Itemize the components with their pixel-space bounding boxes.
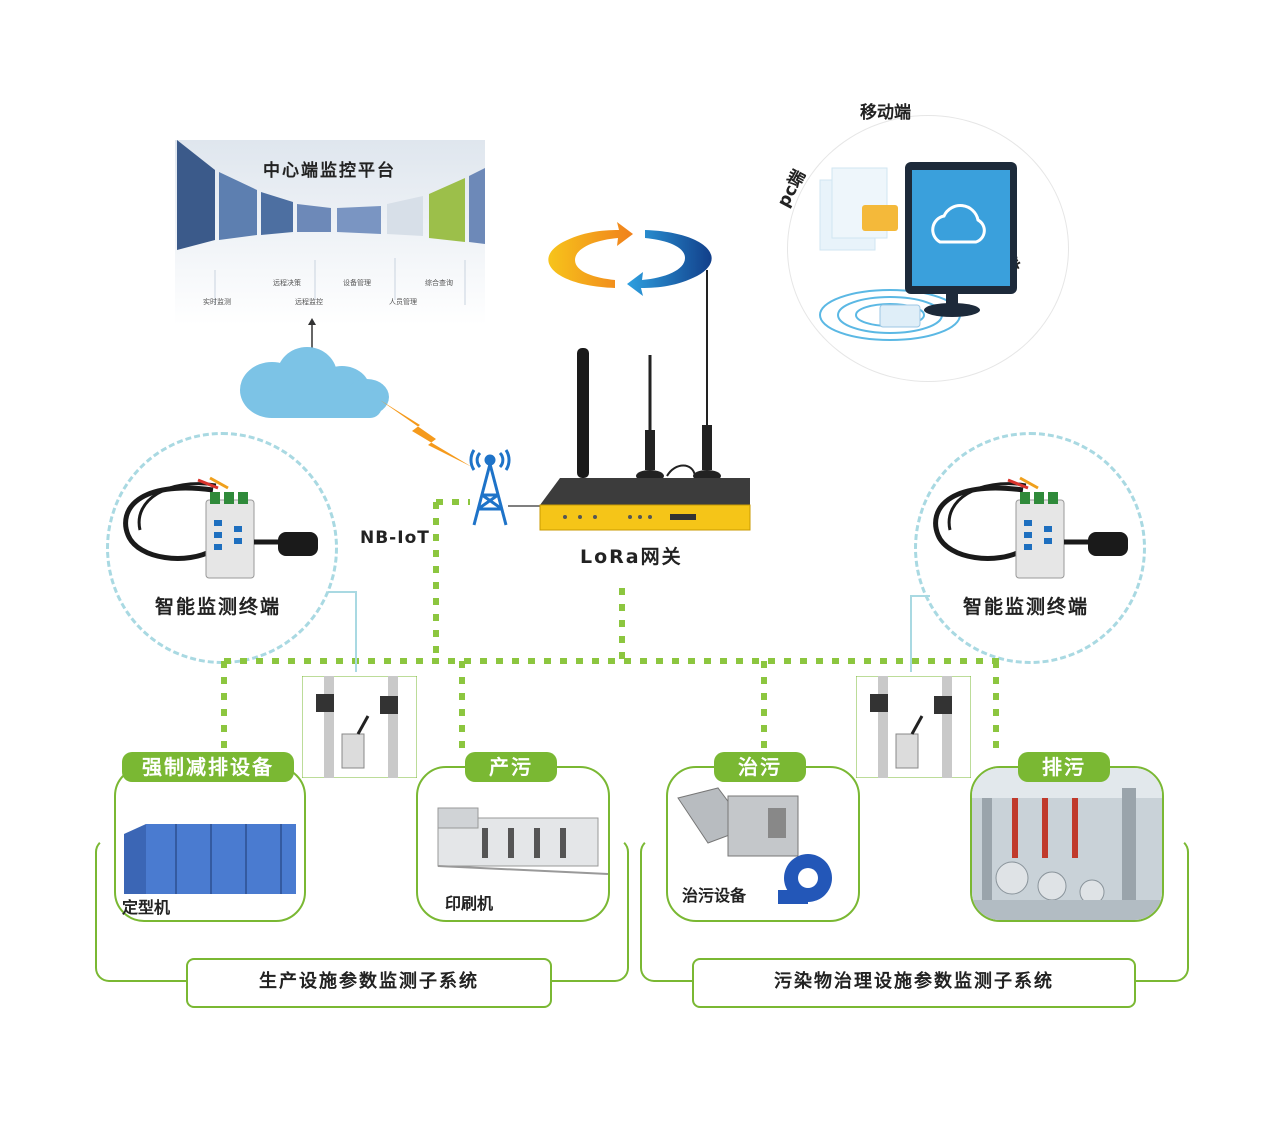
caption-setting-machine: 定型机 <box>122 898 171 917</box>
menu-item-staff-mgmt: 人员管理 <box>389 298 417 306</box>
menu-item-realtime: 实时监测 <box>203 298 231 306</box>
tag-discharge: 排污 <box>1018 752 1110 782</box>
card-pollution-treatment <box>666 766 860 922</box>
cloud-icon <box>240 347 389 418</box>
platform-screens-graphic <box>175 140 485 325</box>
monitoring-platform-panel: 中心端监控平台 实时监测 远程决策 远程监控 设备管理 人员管理 综合查询 <box>175 140 485 325</box>
card-discharge <box>970 766 1164 922</box>
lora-gateway-device <box>539 270 751 531</box>
card-force-reduction <box>114 766 306 922</box>
sync-arrows-icon <box>548 222 712 296</box>
caption-printer: 印刷机 <box>445 894 494 913</box>
lightning-icon <box>380 400 472 467</box>
terminal-label-left: 智能监测终端 <box>155 596 282 618</box>
menu-item-query: 综合查询 <box>425 279 453 287</box>
discharge-pipes-graphic <box>972 768 1162 920</box>
tag-pollution-treatment: 治污 <box>714 752 806 782</box>
gateway-label: LoRa网关 <box>580 546 683 568</box>
terminal-label-right: 智能监测终端 <box>963 596 1090 618</box>
monitor-app-graphic <box>819 162 1017 341</box>
menu-item-remote-decision: 远程决策 <box>273 279 301 287</box>
tag-force-reduction: 强制减排设备 <box>122 752 294 782</box>
sensor-photo-right <box>856 676 971 778</box>
terminal-device-left-graphic <box>123 476 318 579</box>
treatment-equipment-graphic <box>677 787 832 904</box>
setting-machine-graphic <box>124 824 296 894</box>
terminal-circle-right <box>914 432 1146 664</box>
nbiot-label: NB-IoT <box>360 528 430 548</box>
tag-pollution-production: 产污 <box>465 752 557 782</box>
menu-item-device-mgmt: 设备管理 <box>343 279 371 287</box>
printer-graphic <box>437 807 608 875</box>
menu-item-remote-monitor: 远程监控 <box>295 298 323 306</box>
mobile-label: 移动端 <box>860 103 911 123</box>
caption-treatment-equipment: 治污设备 <box>682 886 747 905</box>
app-circle <box>787 115 1069 382</box>
platform-title: 中心端监控平台 <box>263 161 396 181</box>
sensor-photo-left <box>302 676 417 778</box>
subsystem-treatment: 污染物治理设施参数监测子系统 <box>692 958 1136 1008</box>
terminal-device-right-graphic <box>933 476 1128 579</box>
card-pollution-production <box>416 766 610 922</box>
subsystem-production: 生产设施参数监测子系统 <box>186 958 552 1008</box>
signal-tower-icon <box>469 449 511 526</box>
